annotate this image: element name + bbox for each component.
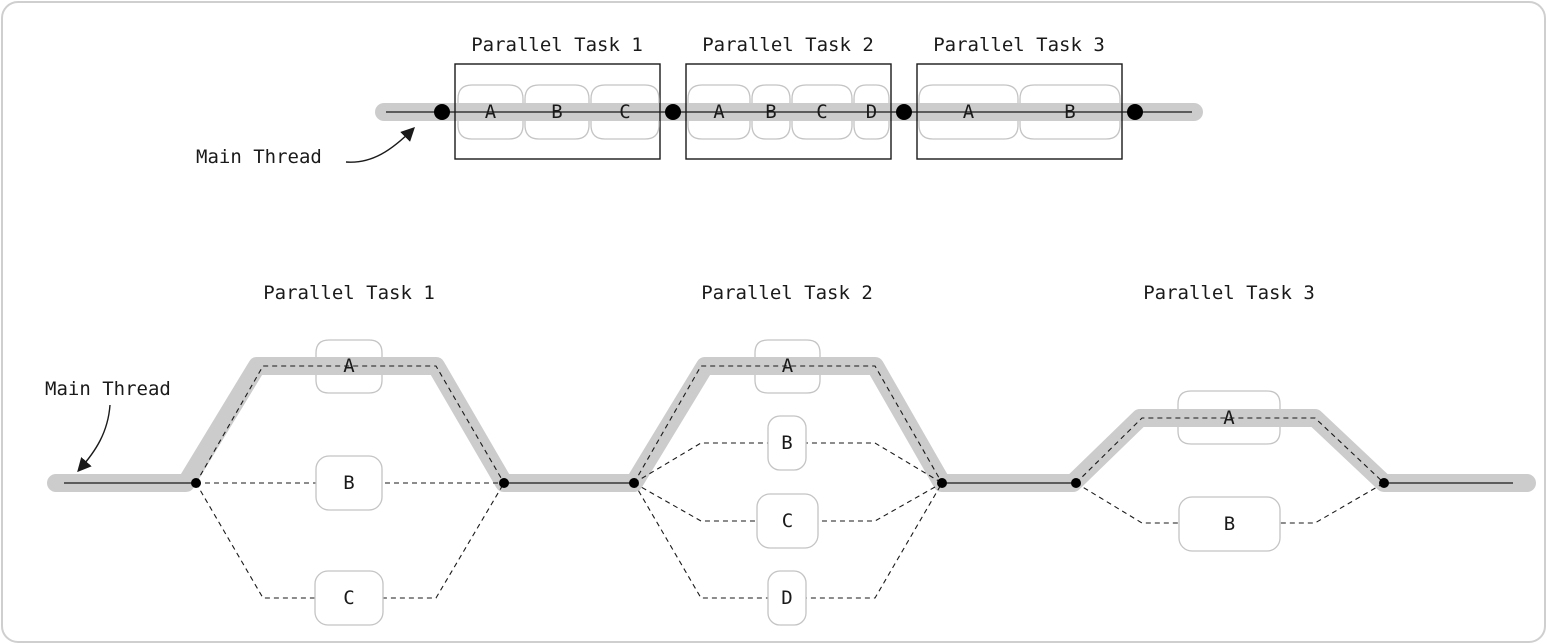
bottom-task-2-subtask-c-label: C: [782, 510, 793, 532]
bottom-task-2-title: Parallel Task 2: [701, 282, 873, 304]
top-task-1-box: [454, 63, 661, 160]
top-task-2-subtask-b: B: [751, 84, 791, 140]
top-sync-point-3: [896, 104, 912, 120]
bottom-task-1-subtask-b: B: [315, 455, 383, 511]
top-task-1-subtask-b-label: B: [551, 101, 562, 123]
top-task-2-subtask-c: C: [791, 84, 853, 140]
top-task-3-box: [916, 63, 1123, 160]
bottom-task-2-branch-a: [633, 365, 943, 484]
top-task-3-subtask-b: B: [1019, 84, 1121, 140]
top-task-1-subtask-b: B: [524, 84, 590, 140]
top-task-2-subtask-a-label: A: [713, 101, 725, 123]
top-task-2-subtask-b-label: B: [765, 101, 776, 123]
bottom-task-3-subtask-a: A: [1177, 390, 1281, 445]
bottom-task-1-subtask-a: A: [315, 339, 383, 394]
top-task-2: Parallel Task 2 A B C D: [685, 34, 892, 160]
top-sync-point-1: [434, 104, 450, 120]
top-main-thread-arrow: [345, 127, 415, 163]
top-task-3-subtask-a: A: [918, 84, 1019, 140]
top-main-thread-label: Main Thread: [196, 146, 322, 168]
bottom-fork-point-2: [629, 478, 639, 488]
top-task-3: Parallel Task 3 A B: [916, 34, 1123, 160]
top-task-2-subtask-d: D: [853, 84, 890, 140]
bottom-join-point-3: [1379, 478, 1389, 488]
bottom-main-thread-arrow: [77, 404, 111, 473]
bottom-task-1-branch-a: [195, 365, 505, 484]
bottom-task-2-subtask-b: B: [767, 415, 807, 471]
top-task-1: Parallel Task 1 A B C: [454, 34, 661, 160]
bottom-join-point-2: [937, 478, 947, 488]
bottom-task-3-branch-a: [1075, 417, 1385, 484]
bottom-task-3-subtask-b-label: B: [1224, 513, 1235, 535]
top-task-2-title: Parallel Task 2: [702, 34, 874, 56]
bottom-task-2-subtask-a-label: A: [782, 355, 794, 377]
top-task-1-subtask-a-label: A: [485, 101, 497, 123]
top-task-1-subtask-c-label: C: [619, 101, 630, 123]
bottom-task-1-subtask-b-label: B: [343, 472, 354, 494]
bottom-task-2-subtask-c: C: [756, 493, 819, 549]
bottom-task-2-subtask-b-label: B: [781, 432, 792, 454]
bottom-task-2-subtask-a: A: [754, 339, 821, 394]
bottom-task-2-subtask-d: D: [767, 570, 807, 626]
bottom-task-3-title: Parallel Task 3: [1143, 282, 1315, 304]
bottom-join-point-1: [499, 478, 509, 488]
top-task-2-subtask-a: A: [687, 84, 751, 140]
top-task-1-subtask-a: A: [457, 84, 524, 140]
bottom-task-1-title: Parallel Task 1: [263, 282, 435, 304]
bottom-main-thread-label: Main Thread: [45, 378, 171, 400]
top-sync-point-4: [1127, 104, 1143, 120]
top-sync-point-2: [665, 104, 681, 120]
top-task-3-subtask-b-label: B: [1064, 101, 1075, 123]
top-task-3-subtask-a-label: A: [963, 101, 975, 123]
top-timeline: Parallel Task 1 A B C Parallel Task 2: [196, 34, 1203, 168]
top-task-2-box: [685, 63, 892, 160]
top-task-2-subtask-c-label: C: [816, 101, 827, 123]
bottom-task-3-subtask-b: B: [1178, 496, 1281, 552]
bottom-task-1-subtask-c-label: C: [343, 587, 354, 609]
bottom-task-1-subtask-c: C: [314, 570, 384, 626]
top-task-1-title: Parallel Task 1: [471, 34, 643, 56]
bottom-fork-point-3: [1071, 478, 1081, 488]
top-task-1-subtask-c: C: [590, 84, 660, 140]
bottom-task-1-subtask-a-label: A: [343, 355, 355, 377]
top-task-3-title: Parallel Task 3: [933, 34, 1105, 56]
bottom-fork-join: Parallel Task 1 Parallel Task 2 Parallel…: [45, 282, 1536, 626]
bottom-fork-point-1: [191, 478, 201, 488]
bottom-task-3-subtask-a-label: A: [1223, 407, 1235, 429]
bottom-task-2-subtask-d-label: D: [781, 587, 792, 609]
top-task-2-subtask-d-label: D: [866, 101, 877, 123]
